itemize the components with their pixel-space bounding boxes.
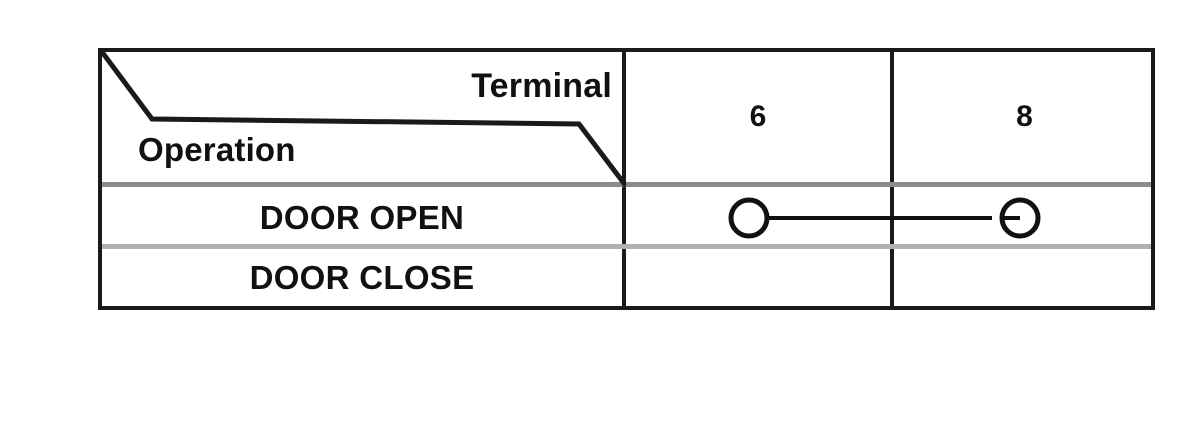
terminal-operation-table: Terminal Operation 6 8 DOOR OPEN DOOR CL… — [98, 48, 1155, 310]
operation-label-door-close: DOOR CLOSE — [249, 258, 475, 296]
terminal-header-6: 6 — [749, 100, 767, 133]
column-divider-right — [890, 52, 894, 306]
row-divider-header-bottom — [102, 182, 1151, 187]
terminal-node-circle-icon-right — [999, 197, 1041, 239]
contact-bridge-door-open — [728, 197, 1041, 239]
row-divider-between-rows — [102, 244, 1151, 249]
header-terminal-label: Terminal — [471, 67, 612, 105]
terminal-header-8: 8 — [1016, 100, 1033, 133]
header-operation-label: Operation — [138, 131, 296, 168]
terminal-node-circle-icon-left — [728, 197, 770, 239]
operation-label-door-open: DOOR OPEN — [259, 199, 465, 236]
